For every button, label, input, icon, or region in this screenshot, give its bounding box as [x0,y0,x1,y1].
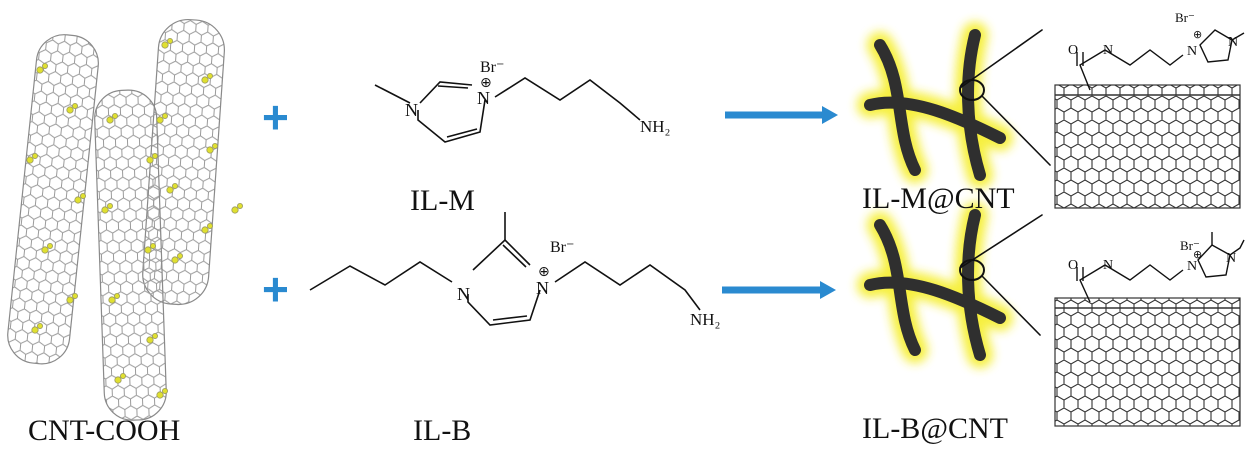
carboxyl-marker [231,206,239,214]
coated-fiber-bottom-icon [857,202,1043,368]
carboxyl-marker [72,292,79,299]
label-il-b: IL-B [413,414,472,447]
carboxyl-marker [171,182,178,189]
tube-top-oxygen: O [1068,43,1078,58]
tube-top-n-amide: N [1103,43,1113,58]
carboxyl-marker [151,152,158,159]
functionalized-tube-top-icon: O N N N Br⁻ ⊕ [1054,10,1245,209]
functionalized-tube-bottom-icon: O N N N Br⁻ ⊕ [1054,232,1245,427]
carboxyl-group-markers [26,38,243,399]
tube-bottom-n-ring1: N [1187,259,1197,274]
carboxyl-marker [206,222,213,229]
tube-bottom-oxygen: O [1068,258,1078,273]
carboxyl-marker [201,76,209,84]
carboxyl-marker [201,226,209,234]
carboxyl-marker [161,387,168,394]
carboxyl-marker [101,206,109,214]
tube-bottom-charge: ⊕ [1193,248,1202,261]
carboxyl-marker [156,391,164,399]
reaction-arrow-bottom-icon [722,281,836,299]
carboxyl-marker [206,146,214,154]
coated-fiber-top-icon [857,22,1051,188]
tube-top-n-ring1: N [1187,44,1197,59]
il-b-n3: N [536,278,549,298]
il-b-n1: N [457,284,470,304]
carboxyl-marker [176,252,183,259]
carboxyl-marker [42,63,49,70]
carboxyl-marker [32,152,39,159]
tube-bottom-n-amide: N [1103,258,1113,273]
carboxyl-marker [112,113,119,120]
carboxyl-marker [114,292,121,299]
carboxyl-marker [146,336,154,344]
carboxyl-marker [41,246,49,254]
label-cnt-cooh: CNT-COOH [28,414,181,447]
plus-sign-top: + [262,91,289,143]
carbon-nanotube-bundle-icon [7,18,243,421]
il-m-charge: ⊕ [480,75,492,91]
carboxyl-marker [236,202,243,209]
carboxyl-marker [66,296,74,304]
carboxyl-marker [166,38,173,45]
carboxyl-marker [161,113,168,120]
carboxyl-marker [31,326,39,334]
carboxyl-marker [144,246,152,254]
carboxyl-marker [80,192,87,199]
label-il-m: IL-M [410,184,475,217]
carboxyl-marker [36,66,44,74]
carboxyl-marker [156,116,164,124]
carboxyl-marker [106,116,114,124]
carboxyl-marker [146,156,154,164]
label-il-b-cnt: IL-B@CNT [862,412,1008,445]
carboxyl-marker [151,332,158,339]
carboxyl-marker [166,186,174,194]
il-b-structure [309,212,701,326]
carboxyl-marker [26,156,34,164]
carboxyl-marker [47,242,54,249]
carboxyl-marker [114,376,122,384]
carboxyl-marker [37,322,44,329]
carboxyl-marker [206,73,213,80]
tube-top-bromide: Br⁻ [1175,10,1195,25]
tube-top-charge: ⊕ [1193,28,1202,41]
il-m-n1: N [405,100,418,120]
carboxyl-marker [74,196,82,204]
il-m-amine: NH₂ [640,117,670,136]
il-b-charge: ⊕ [538,264,550,280]
carboxyl-marker [171,256,179,264]
carboxyl-marker [66,106,74,114]
plus-sign-bottom: + [262,263,289,315]
il-b-amine: NH₂ [690,310,720,329]
carboxyl-marker [107,202,114,209]
carboxyl-marker [72,103,79,110]
carboxyl-marker [120,372,127,379]
carboxyl-marker [161,41,169,49]
tube-top-n-ring2: N [1228,35,1238,50]
tube-bottom-bromide: Br⁻ [1180,238,1200,253]
carboxyl-marker [149,242,156,249]
il-m-structure [374,77,641,143]
il-m-n3: N [477,88,490,108]
carboxyl-marker [108,296,116,304]
label-il-m-cnt: IL-M@CNT [862,182,1015,215]
il-b-bromide: Br⁻ [550,239,574,256]
reaction-arrow-top-icon [725,106,838,124]
il-m-bromide: Br⁻ [480,59,504,76]
carboxyl-marker [211,142,218,149]
tube-bottom-n-ring2: N [1226,251,1236,266]
